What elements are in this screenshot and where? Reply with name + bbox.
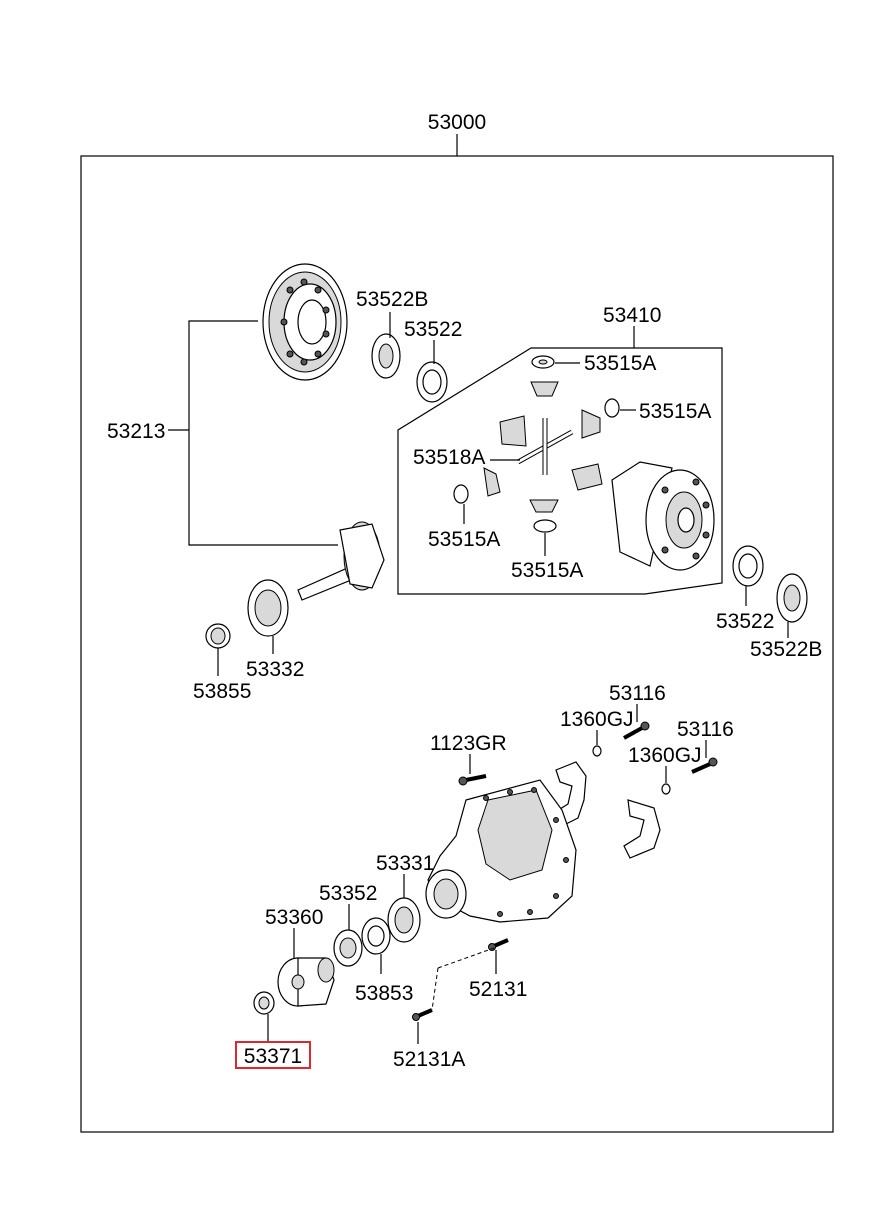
- pinion-gear-part[interactable]: [297, 521, 385, 601]
- label-53332[interactable]: 53332: [246, 658, 304, 681]
- thrust-washer-top-part[interactable]: [531, 355, 555, 369]
- bolt-53116-1-part[interactable]: [623, 721, 650, 740]
- pinion-gear-left-part[interactable]: [499, 415, 527, 447]
- bolt-1123gr-part[interactable]: [458, 774, 487, 786]
- bolt-52131a-part[interactable]: [412, 1008, 433, 1021]
- stud-52131-part[interactable]: [488, 938, 509, 951]
- spacer-53855-part[interactable]: [205, 623, 231, 649]
- label-53360[interactable]: 53360: [265, 906, 323, 929]
- differential-case-part[interactable]: [611, 461, 715, 571]
- side-gear-top-part[interactable]: [530, 381, 559, 397]
- label-53515a-4[interactable]: 53515A: [511, 559, 583, 582]
- spacer-53853-part[interactable]: [361, 917, 391, 955]
- label-52131[interactable]: 52131: [469, 978, 527, 1001]
- label-53522-bottom[interactable]: 53522: [716, 610, 774, 633]
- label-52131a[interactable]: 52131A: [393, 1048, 465, 1071]
- washer-1360gj-2-part[interactable]: [661, 783, 671, 795]
- label-53000[interactable]: 53000: [428, 111, 486, 134]
- companion-flange-53360-part[interactable]: [277, 957, 335, 1007]
- bolt-53116-2-part[interactable]: [691, 757, 718, 774]
- carrier-housing-part[interactable]: [425, 779, 577, 923]
- label-1360gj-1[interactable]: 1360GJ: [560, 708, 634, 731]
- label-53515a-1[interactable]: 53515A: [584, 352, 656, 375]
- label-1123gr[interactable]: 1123GR: [430, 732, 507, 755]
- bearing-53522b-top-part[interactable]: [371, 333, 401, 379]
- label-53352[interactable]: 53352: [319, 882, 377, 905]
- label-53371[interactable]: 53371: [244, 1045, 302, 1068]
- ring-gear-part[interactable]: [262, 263, 348, 381]
- washer-1360gj-1-part[interactable]: [592, 745, 602, 757]
- highlight-box-53371: [235, 1041, 311, 1069]
- side-gear-bottom-part[interactable]: [529, 499, 559, 513]
- label-53116-2[interactable]: 53116: [677, 718, 734, 741]
- label-53522-top[interactable]: 53522: [404, 318, 462, 341]
- bracket-53213: [188, 320, 338, 546]
- phantom-line-52131: [431, 947, 495, 1011]
- nut-53371-part[interactable]: [253, 991, 275, 1015]
- label-53855[interactable]: 53855: [193, 680, 251, 703]
- seal-53352-part[interactable]: [333, 929, 363, 967]
- label-53522b-bottom[interactable]: 53522B: [750, 638, 822, 661]
- pinion-shaft-part[interactable]: [516, 418, 574, 475]
- label-53522b-top[interactable]: 53522B: [356, 288, 428, 311]
- bearing-53331-part[interactable]: [387, 897, 421, 943]
- label-1360gj-2[interactable]: 1360GJ: [628, 744, 702, 767]
- label-53331[interactable]: 53331: [376, 852, 434, 875]
- thrust-washer-bottom-part[interactable]: [533, 519, 557, 533]
- label-53410[interactable]: 53410: [603, 304, 661, 327]
- side-gear-right-part[interactable]: [571, 463, 603, 491]
- assembly-frame: [80, 155, 834, 1133]
- race-53522-bottom-part[interactable]: [732, 545, 764, 587]
- label-53515a-3[interactable]: 53515A: [428, 528, 500, 551]
- label-53515a-2[interactable]: 53515A: [639, 400, 711, 423]
- label-53213[interactable]: 53213: [107, 420, 165, 443]
- side-gear-left-part[interactable]: [483, 467, 501, 497]
- bearing-cap-lower-part[interactable]: [623, 799, 661, 859]
- bearing-53332-part[interactable]: [247, 579, 289, 637]
- thrust-washer-left-part[interactable]: [453, 484, 469, 504]
- thrust-washer-right-part[interactable]: [604, 398, 620, 418]
- pinion-gear-right-part[interactable]: [581, 409, 601, 439]
- bearing-53522b-bottom-part[interactable]: [776, 573, 808, 623]
- label-53518a[interactable]: 53518A: [413, 446, 485, 469]
- label-53853[interactable]: 53853: [355, 982, 413, 1005]
- label-53116-1[interactable]: 53116: [609, 682, 666, 705]
- race-53522-top-part[interactable]: [416, 361, 448, 403]
- box-53410: [397, 347, 723, 595]
